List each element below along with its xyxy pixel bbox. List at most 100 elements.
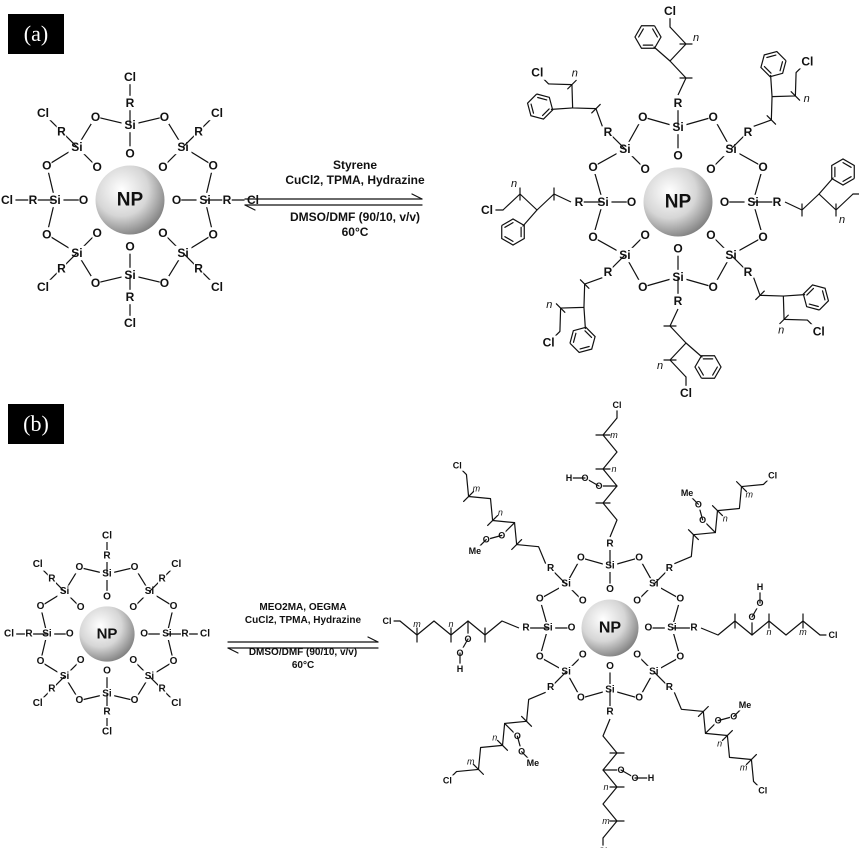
np-b-right-oxygen: O: [635, 552, 643, 563]
repeat-bracket: [697, 705, 709, 717]
atom-bg: [158, 159, 168, 175]
aromatic-bond: [652, 28, 658, 38]
np-b-left-oxygen: O: [76, 562, 84, 573]
temperature-b: 60°C: [291, 659, 315, 671]
aromatic-bond: [530, 103, 535, 114]
atom-bg: [34, 279, 52, 295]
r-group: R: [48, 573, 56, 584]
np-b-right-oxygen: O: [536, 593, 544, 604]
np-b-right-oxygen: O: [577, 693, 585, 704]
atom-bg: [30, 558, 45, 571]
repeat-bracket: [779, 314, 789, 325]
chlorine: Cl: [124, 316, 136, 330]
aromatic-bond: [821, 290, 826, 301]
phenyl-ring: [831, 158, 855, 186]
atom-bg: [456, 663, 464, 675]
reaction-conditions-a: Styrene CuCl2, TPMA, Hydrazine DMSO/DMF …: [275, 158, 435, 240]
atom-bg: [565, 472, 573, 484]
atom-bg: [626, 194, 637, 210]
r-group: R: [674, 294, 683, 308]
repeat-index-n: n: [603, 782, 608, 792]
monomer-a: Styrene: [332, 158, 378, 172]
np-a-left-oxygen: O: [160, 110, 169, 124]
repeat-bracket: [487, 514, 499, 527]
np-b-right-oxygen: O: [606, 661, 614, 672]
np-a-right-oxygen: O: [758, 230, 767, 244]
atom-bg: [440, 775, 454, 787]
repeat-index-m: m: [413, 619, 421, 629]
np-b-right-oxygen: O: [577, 552, 585, 563]
atom-bg: [47, 572, 56, 585]
atom-bg: [102, 706, 112, 718]
atom-bg: [756, 581, 764, 593]
chlorine: Cl: [613, 400, 622, 410]
atom-bg: [99, 530, 115, 542]
atom-bg: [30, 697, 45, 710]
np-a-left-oxygen: O: [42, 159, 51, 173]
r-group: R: [575, 195, 584, 209]
atom-bg: [680, 487, 694, 499]
atom-bg: [738, 699, 752, 711]
atom-bg: [689, 622, 699, 634]
r-group: R: [604, 125, 613, 139]
np-b-right-oxygen: O: [579, 650, 587, 661]
chlorine: Cl: [443, 776, 452, 786]
atom-bg: [158, 225, 168, 241]
r-group: R: [547, 682, 555, 693]
repeat-bracket: [555, 303, 566, 313]
np-b-right-oxygen: O: [606, 584, 614, 595]
atom-bg: [546, 562, 555, 575]
atom-bg: [661, 3, 679, 19]
aromatic-bond: [842, 176, 852, 182]
aromatic-bond: [504, 222, 514, 228]
atom-bg: [638, 109, 648, 125]
atom-bg: [130, 694, 139, 707]
atom-bg: [578, 594, 587, 607]
phenyl-bond: [782, 294, 806, 297]
atom-bg: [758, 230, 768, 245]
atom-bg: [468, 545, 482, 557]
atom-bg: [576, 551, 586, 564]
aromatic-bond: [698, 366, 704, 376]
np-b-right-oxygen: O: [536, 652, 544, 663]
atom-bg: [42, 158, 52, 173]
atom-bg: [526, 757, 540, 769]
poegma-chain: [465, 474, 547, 564]
chlorine: Cl: [102, 727, 112, 738]
chlorine: Cl: [171, 698, 181, 709]
reaction-conditions-b: MEO2MA, OEGMA CuCl2, TPMA, Hydrazine DMS…: [230, 602, 376, 672]
poegma-chain: [456, 691, 546, 773]
atom-bg: [634, 692, 644, 705]
np-a-right-oxygen: O: [709, 280, 718, 294]
np-b-left-oxygen: O: [77, 602, 85, 613]
atom-bg: [76, 601, 85, 614]
np-a-right-oxygen: O: [706, 162, 715, 176]
panel-a-label: (a): [8, 14, 64, 54]
np-a-right-oxygen: O: [673, 242, 682, 256]
repeat-index-n: n: [611, 464, 616, 474]
hydroxyl-end: H: [648, 773, 655, 783]
phenyl-bond: [583, 306, 586, 330]
chlorine: Cl: [211, 280, 223, 294]
atom-bg: [47, 683, 56, 696]
chlorine: Cl: [599, 846, 608, 848]
np-a-right-oxygen: O: [627, 195, 636, 209]
np-a-left-oxygen: O: [92, 160, 101, 174]
r-group: R: [604, 265, 613, 279]
poegma-chain: [399, 620, 520, 636]
np-a-right-oxygen: O: [758, 160, 767, 174]
atom-bg: [647, 772, 655, 784]
repeat-bracket: [511, 539, 523, 551]
repeat-index-n: n: [492, 733, 497, 743]
np-a-right-nanoparticle-label: NP: [665, 192, 692, 213]
catalyst-b: CuCl2, TPMA, Hydrazine: [244, 614, 362, 626]
atom-bg: [130, 561, 139, 574]
repeat-bracket: [721, 729, 733, 742]
atom-bg: [578, 649, 587, 662]
np-a-right-nanoparticle: [643, 167, 713, 237]
r-group: R: [690, 623, 698, 634]
repeat-bracket: [591, 103, 601, 114]
solvent-a: DMSO/DMF (90/10, v/v): [289, 210, 421, 224]
atom-bg: [171, 192, 182, 208]
